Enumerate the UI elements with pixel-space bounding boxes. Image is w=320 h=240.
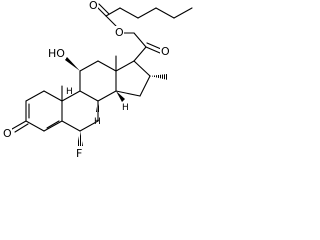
ring-c [65,57,117,102]
ester-link-oxygen-label: O [115,26,124,39]
ring-d [115,60,168,97]
hydroxyl-wedge-bond [65,57,80,71]
h9-label: H [66,87,73,97]
side-chain [95,3,193,62]
h8-label: H [94,117,101,127]
stereo-hydrogens [96,91,125,112]
ester-carbonyl-oxygen-label: O [89,0,98,12]
hydroxyl-label: HO [48,47,65,60]
h14-label: H [122,103,129,113]
fluorine-label: F [76,147,82,160]
chemical-structure: O HO O O O F H H H [2,0,193,160]
fluoro-hash-bond [77,131,83,146]
ring-a [11,90,63,133]
angular-methyls [61,55,117,102]
side-ketone-oxygen-label: O [161,45,170,58]
ring-b [61,90,99,146]
ketone-oxygen-label: O [3,127,12,140]
atom-labels: O HO O O O F H H H [2,0,170,160]
methyl-hash-bond [150,74,168,80]
